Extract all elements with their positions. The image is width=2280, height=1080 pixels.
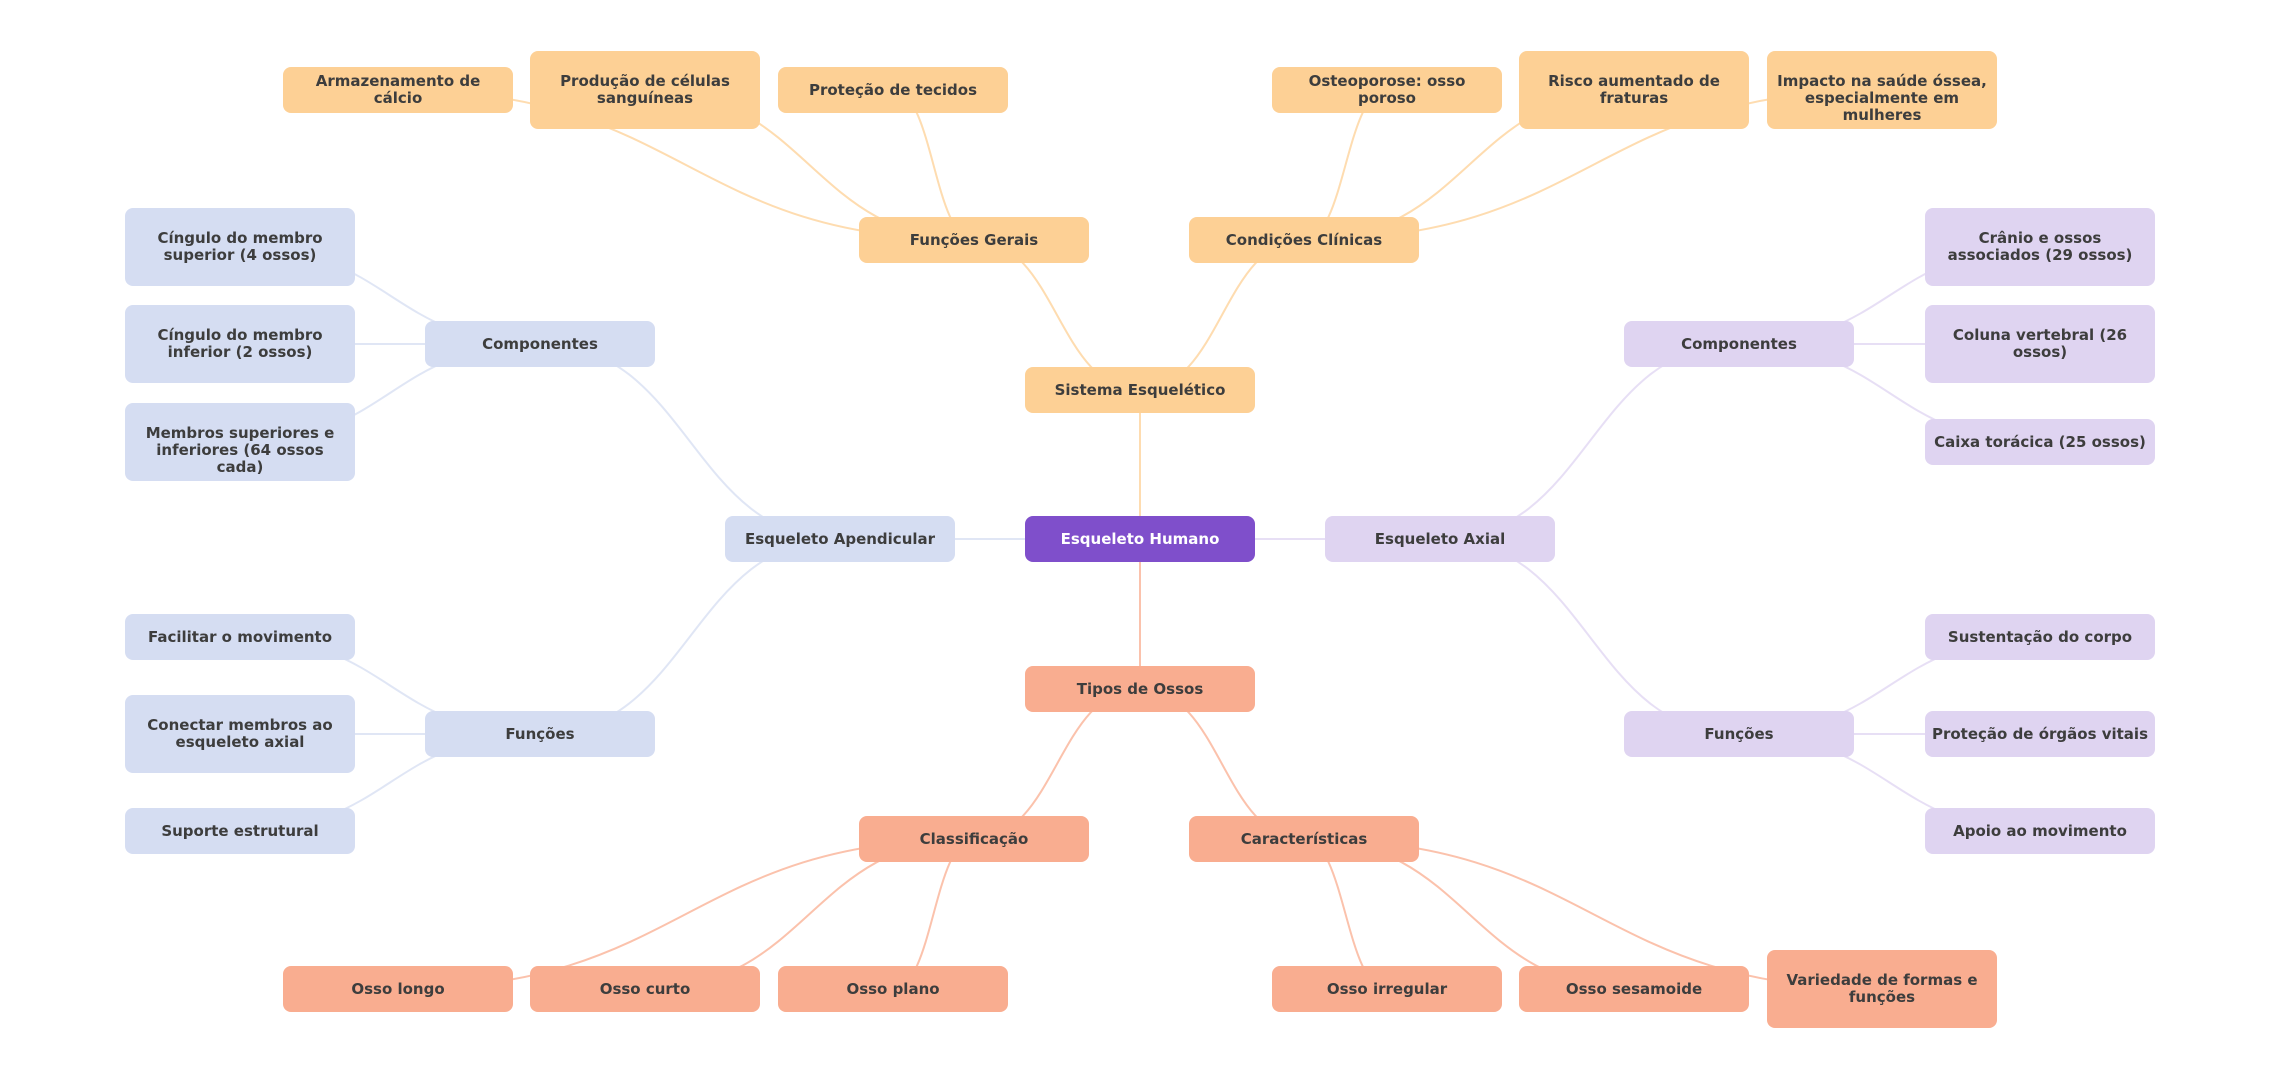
leaf-node[interactable]: Cíngulo do membro inferior (2 ossos)	[125, 305, 355, 383]
node-label: Impacto na saúde óssea, especialmente em…	[1777, 72, 1987, 124]
connector-edge	[1439, 538, 1740, 735]
connector-edge	[1439, 343, 1740, 540]
leaf-node[interactable]: Sustentação do corpo	[1925, 614, 2155, 660]
connector-edge	[539, 343, 841, 540]
node-label: Componentes	[482, 334, 598, 353]
leaf-node[interactable]: Membros superiores e inferiores (64 osso…	[125, 403, 355, 481]
subbranch-node-componentes[interactable]: Componentes	[425, 321, 655, 367]
leaf-node[interactable]: Proteção de órgãos vitais	[1925, 711, 2155, 757]
node-label: Osso longo	[351, 979, 445, 998]
leaf-node[interactable]: Produção de células sanguíneas	[530, 51, 760, 129]
node-label: Osteoporose: osso poroso	[1308, 72, 1466, 107]
subbranch-node-funcoes[interactable]: Funções	[1624, 711, 1854, 757]
node-label: Crânio e ossos associados (29 ossos)	[1947, 229, 2133, 264]
node-label: Esqueleto Humano	[1060, 529, 1220, 548]
leaf-node[interactable]: Osso curto	[530, 966, 760, 1012]
subbranch-node-classificacao[interactable]: Classificação	[859, 816, 1089, 862]
node-label: Suporte estrutural	[161, 821, 319, 840]
leaf-node[interactable]: Proteção de tecidos	[778, 67, 1008, 113]
node-label: Sustentação do corpo	[1947, 627, 2133, 646]
subbranch-node-componentes[interactable]: Componentes	[1624, 321, 1854, 367]
node-label: Variedade de formas e funções	[1786, 971, 1978, 1006]
node-label: Osso curto	[599, 979, 691, 998]
node-label: Apoio ao movimento	[1953, 821, 2127, 840]
node-label: Risco aumentado de fraturas	[1548, 72, 1720, 107]
node-label: Características	[1240, 829, 1368, 848]
subbranch-node-funcoes[interactable]: Funções	[425, 711, 655, 757]
subbranch-node-caracteristicas[interactable]: Características	[1189, 816, 1419, 862]
node-label: Facilitar o movimento	[147, 627, 333, 646]
node-label: Funções	[505, 724, 575, 743]
leaf-node[interactable]: Variedade de formas e funções	[1767, 950, 1997, 1028]
node-label: Proteção de tecidos	[808, 80, 978, 99]
node-label: Sistema Esquelético	[1054, 380, 1226, 399]
subbranch-node-funcoes-gerais[interactable]: Funções Gerais	[859, 217, 1089, 263]
node-label: Componentes	[1681, 334, 1797, 353]
leaf-node[interactable]: Osso sesamoide	[1519, 966, 1749, 1012]
branch-node-sistema-esqueletico[interactable]: Sistema Esquelético	[1025, 367, 1255, 413]
node-label: Osso sesamoide	[1565, 979, 1703, 998]
node-label: Funções Gerais	[909, 230, 1039, 249]
leaf-node[interactable]: Facilitar o movimento	[125, 614, 355, 660]
root-node[interactable]: Esqueleto Humano	[1025, 516, 1255, 562]
leaf-node[interactable]: Conectar membros ao esqueleto axial	[125, 695, 355, 773]
node-label: Conectar membros ao esqueleto axial	[147, 716, 333, 751]
leaf-node[interactable]: Caixa torácica (25 ossos)	[1925, 419, 2155, 465]
node-label: Esqueleto Axial	[1374, 529, 1506, 548]
leaf-node[interactable]: Coluna vertebral (26 ossos)	[1925, 305, 2155, 383]
node-label: Tipos de Ossos	[1076, 679, 1204, 698]
branch-node-esqueleto-apendicular[interactable]: Esqueleto Apendicular	[725, 516, 955, 562]
node-label: Osso irregular	[1326, 979, 1448, 998]
node-label: Esqueleto Apendicular	[744, 529, 936, 548]
node-label: Coluna vertebral (26 ossos)	[1952, 326, 2128, 361]
node-label: Osso plano	[846, 979, 940, 998]
leaf-node[interactable]: Osso longo	[283, 966, 513, 1012]
branch-node-esqueleto-axial[interactable]: Esqueleto Axial	[1325, 516, 1555, 562]
subbranch-node-condicoes-clinicas[interactable]: Condições Clínicas	[1189, 217, 1419, 263]
leaf-node[interactable]: Armazenamento de cálcio	[283, 67, 513, 113]
branch-node-tipos-de-ossos[interactable]: Tipos de Ossos	[1025, 666, 1255, 712]
leaf-node[interactable]: Crânio e ossos associados (29 ossos)	[1925, 208, 2155, 286]
leaf-node[interactable]: Osteoporose: osso poroso	[1272, 67, 1502, 113]
node-label: Cíngulo do membro superior (4 ossos)	[157, 229, 323, 264]
node-label: Condições Clínicas	[1225, 230, 1383, 249]
leaf-node[interactable]: Risco aumentado de fraturas	[1519, 51, 1749, 129]
leaf-node[interactable]: Suporte estrutural	[125, 808, 355, 854]
node-label: Produção de células sanguíneas	[560, 72, 730, 107]
leaf-node[interactable]: Impacto na saúde óssea, especialmente em…	[1767, 51, 1997, 129]
leaf-node[interactable]: Osso plano	[778, 966, 1008, 1012]
connector-edge	[539, 538, 841, 735]
node-label: Funções	[1704, 724, 1774, 743]
node-label: Membros superiores e inferiores (64 osso…	[145, 424, 335, 476]
leaf-node[interactable]: Apoio ao movimento	[1925, 808, 2155, 854]
node-label: Cíngulo do membro inferior (2 ossos)	[157, 326, 323, 361]
leaf-node[interactable]: Cíngulo do membro superior (4 ossos)	[125, 208, 355, 286]
node-label: Armazenamento de cálcio	[315, 72, 481, 107]
node-label: Caixa torácica (25 ossos)	[1934, 432, 2146, 451]
node-label: Classificação	[919, 829, 1029, 848]
node-label: Proteção de órgãos vitais	[1931, 724, 2148, 743]
leaf-node[interactable]: Osso irregular	[1272, 966, 1502, 1012]
